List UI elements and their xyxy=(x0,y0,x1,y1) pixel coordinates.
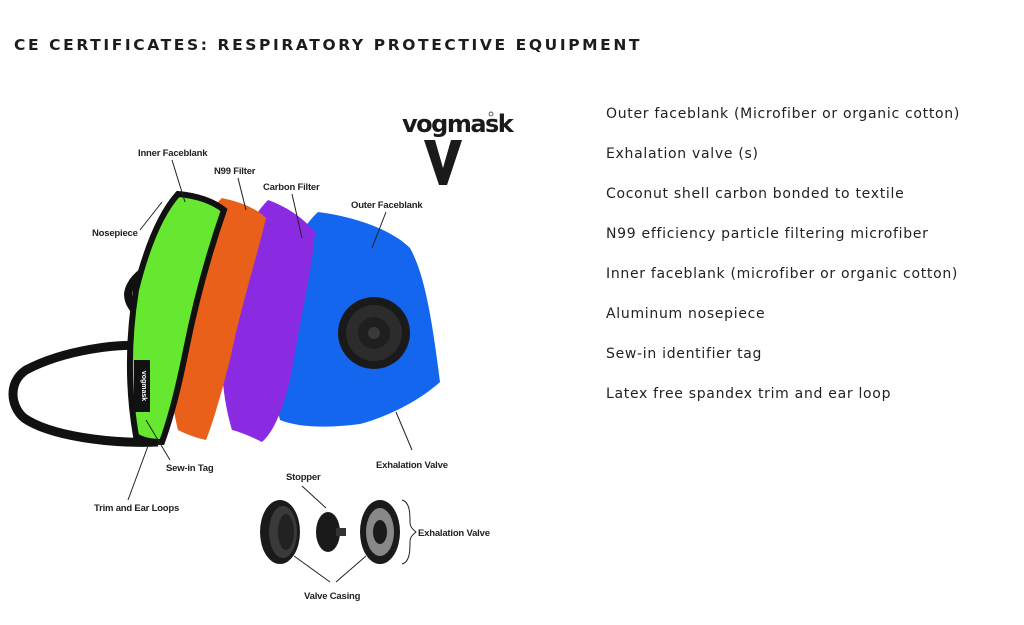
brand-name: vogmask xyxy=(402,110,515,138)
leader-casing-right xyxy=(335,555,367,583)
leader-nosepiece xyxy=(139,201,163,231)
leader-exhalation-valve xyxy=(395,411,413,451)
mask-diagram: vogmask vogmask xyxy=(0,90,600,620)
brand-logo: vogmask xyxy=(402,110,516,185)
valve-casing-part xyxy=(260,500,300,564)
inner-faceblank-layer xyxy=(127,190,228,446)
leader-casing-left xyxy=(293,555,331,583)
stopper-part xyxy=(316,512,346,552)
mask-exhalation-valve xyxy=(338,297,410,369)
label-carbon-filter: Carbon Filter xyxy=(263,182,320,193)
leader-carbon xyxy=(291,193,303,239)
label-exhalation-valve: Exhalation Valve xyxy=(376,460,448,471)
exhalation-valve-bracket xyxy=(401,499,417,565)
label-n99-filter: N99 Filter xyxy=(214,166,256,177)
feature-item: N99 efficiency particle filtering microf… xyxy=(606,226,929,242)
leader-inner-faceblank xyxy=(171,159,186,203)
valve-cover-part xyxy=(360,500,400,564)
leader-trim xyxy=(127,445,149,501)
feature-item: Outer faceblank (Microfiber or organic c… xyxy=(606,106,961,122)
feature-item: Aluminum nosepiece xyxy=(606,306,766,322)
label-outer-faceblank: Outer Faceblank xyxy=(351,200,423,211)
leader-outer xyxy=(371,211,387,249)
sew-in-tag xyxy=(134,360,150,412)
label-valve-casing: Valve Casing xyxy=(304,591,361,602)
feature-item: Coconut shell carbon bonded to textile xyxy=(606,186,905,202)
label-inner-faceblank: Inner Faceblank xyxy=(138,148,208,159)
label-stopper: Stopper xyxy=(286,472,321,483)
feature-item: Sew-in identifier tag xyxy=(606,346,763,362)
label-sew-in-tag: Sew-in Tag xyxy=(166,463,214,474)
label-trim-and-ear-loops: Trim and Ear Loops xyxy=(94,503,179,514)
leader-n99 xyxy=(237,177,247,211)
feature-list: Outer faceblank (Microfiber or organic c… xyxy=(606,100,960,420)
label-exhalation-valve-parts: Exhalation Valve xyxy=(418,528,490,539)
page-title: CE CERTIFICATES: RESPIRATORY PROTECTIVE … xyxy=(14,36,643,54)
leader-stopper xyxy=(301,485,327,509)
feature-item: Exhalation valve (s) xyxy=(606,146,759,162)
ear-loop xyxy=(8,341,161,447)
feature-item: Latex free spandex trim and ear loop xyxy=(606,386,892,402)
label-nosepiece: Nosepiece xyxy=(92,228,138,239)
logo-v-mark xyxy=(424,140,462,185)
tag-text: vogmask xyxy=(140,371,147,401)
leader-sew-in-tag xyxy=(145,419,171,461)
feature-item: Inner faceblank (microfiber or organic c… xyxy=(606,266,959,282)
